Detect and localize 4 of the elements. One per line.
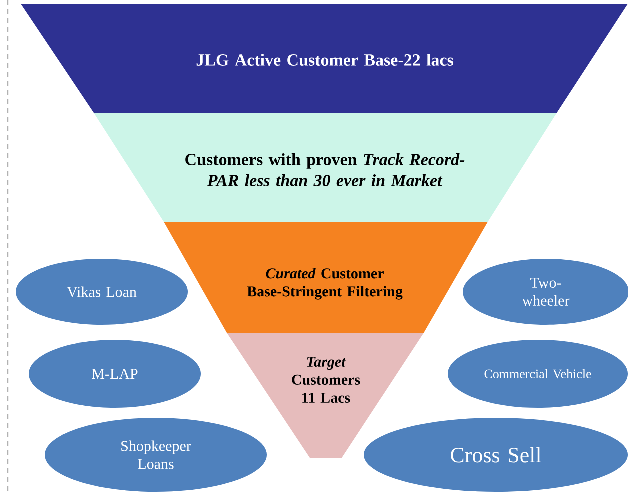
funnel-band: Curated Customer Base-Stringent Filtering <box>164 222 488 333</box>
funnel-band: JLG Active Customer Base-22 lacs <box>21 4 628 113</box>
funnel-band: Target Customers 11 Lacs <box>227 333 424 458</box>
funnel-band: Customers with proven Track Record-PAR less than 30 ever in Market <box>94 113 557 222</box>
